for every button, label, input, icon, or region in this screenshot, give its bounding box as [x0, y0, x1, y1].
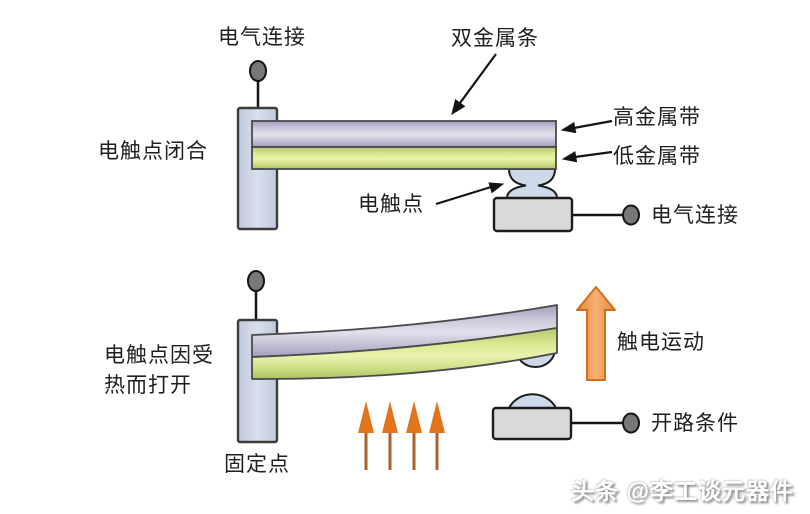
label-electrical-connection-top: 电气连接 — [218, 26, 306, 49]
bent-strip-low-metal-layer — [251, 327, 558, 380]
label-high-metal-band: 高金属带 — [613, 106, 701, 129]
label-contact-movement: 触电运动 — [617, 331, 705, 354]
top-base-block — [492, 196, 574, 233]
bimetal-label-arrow-icon — [451, 53, 497, 116]
bottom-assembly — [236, 270, 640, 470]
watermark: 头条 @李工谈元器件 — [571, 478, 794, 504]
heat-arrows-icon — [358, 401, 445, 470]
movement-up-arrow-icon — [576, 286, 616, 381]
label-low-metal-band: 低金属带 — [613, 145, 701, 168]
top-strip-low-metal-layer — [251, 146, 557, 170]
label-contacts-open-line1: 电触点因受 — [104, 344, 214, 367]
top-strip-high-metal-layer — [251, 120, 557, 148]
contact-label-arrow-icon — [435, 182, 505, 206]
high-band-arrow-icon — [560, 119, 613, 134]
label-open-circuit-condition: 开路条件 — [651, 412, 739, 435]
label-electrical-connection-right: 电气连接 — [651, 204, 739, 227]
bottom-terminal-dot-icon — [247, 270, 265, 292]
top-right-terminal-dot-icon — [622, 204, 640, 226]
label-contacts-open-line2: 热而打开 — [104, 374, 192, 397]
label-contacts-closed: 电触点闭合 — [98, 140, 208, 163]
label-bimetallic-strip: 双金属条 — [451, 27, 539, 50]
closed-contact-bumps — [505, 168, 559, 199]
top-assembly — [236, 53, 640, 233]
bottom-base-block — [491, 406, 573, 441]
label-electrical-contact: 电触点 — [358, 193, 424, 216]
bottom-right-terminal-dot-icon — [622, 412, 640, 434]
top-terminal-dot-icon — [249, 60, 267, 82]
stationary-contact-dome — [507, 393, 558, 409]
low-band-arrow-icon — [561, 150, 613, 163]
label-fixed-point: 固定点 — [224, 453, 290, 476]
